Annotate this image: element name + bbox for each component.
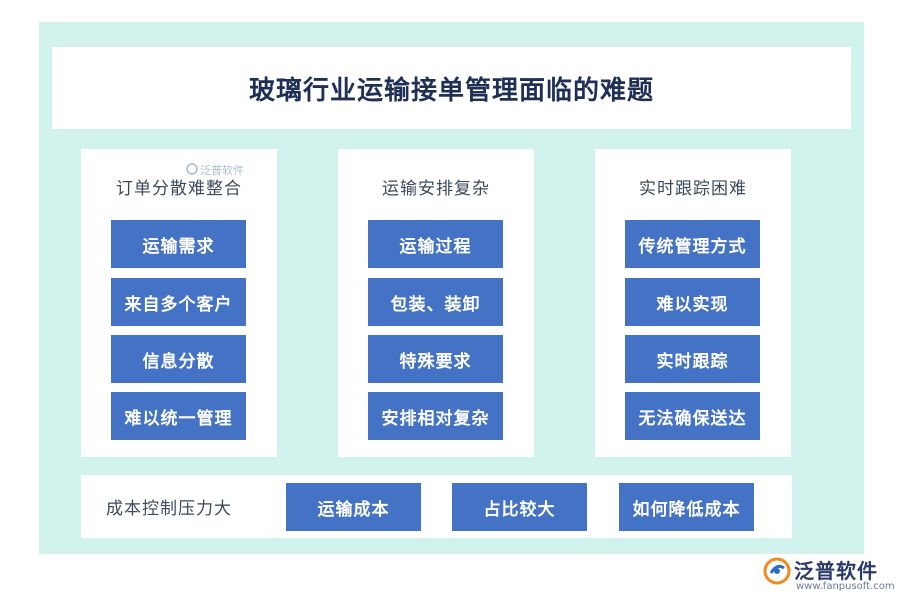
item-box: 难以统一管理: [111, 392, 246, 440]
page-title: 玻璃行业运输接单管理面临的难题: [248, 75, 654, 106]
item-box: 安排相对复杂: [368, 392, 503, 440]
item-box: 信息分散: [111, 335, 246, 383]
item-box: 来自多个客户: [111, 278, 246, 326]
watermark-small-text: 泛普软件: [200, 164, 244, 177]
bottom-item-box: 运输成本: [286, 483, 421, 531]
bottom-heading: 成本控制压力大: [106, 499, 232, 519]
item-box: 无法确保送达: [625, 392, 760, 440]
brand-logo: 泛普软件 www.fanpusoft.com: [760, 552, 895, 598]
item-box: 难以实现: [625, 278, 760, 326]
bottom-item-box: 占比较大: [452, 483, 587, 531]
column-realtime-tracking: 实时跟踪困难 传统管理方式 难以实现 实时跟踪 无法确保送达: [595, 149, 791, 457]
logo-text: 泛普软件: [794, 559, 878, 583]
logo-icon: [762, 556, 792, 590]
item-box: 运输需求: [111, 220, 246, 268]
bottom-row: 成本控制压力大 运输成本 占比较大 如何降低成本: [81, 475, 792, 538]
column-order-scattered: 订单分散难整合 运输需求 来自多个客户 信息分散 难以统一管理: [81, 149, 277, 457]
item-box: 特殊要求: [368, 335, 503, 383]
item-box: 实时跟踪: [625, 335, 760, 383]
column-heading: 实时跟踪困难: [639, 179, 747, 199]
title-bar: 玻璃行业运输接单管理面临的难题: [52, 47, 851, 129]
watermark-logo-icon: [186, 162, 198, 178]
item-box: 运输过程: [368, 220, 503, 268]
item-box: 包装、装卸: [368, 278, 503, 326]
column-transport-arrangement: 运输安排复杂 运输过程 包装、装卸 特殊要求 安排相对复杂: [338, 149, 534, 457]
bottom-item-box: 如何降低成本: [619, 483, 754, 531]
column-heading: 订单分散难整合: [116, 179, 242, 199]
item-box: 传统管理方式: [625, 220, 760, 268]
watermark-small: 泛普软件: [186, 162, 244, 178]
logo-url: www.fanpusoft.com: [796, 581, 895, 592]
column-heading: 运输安排复杂: [382, 179, 490, 199]
